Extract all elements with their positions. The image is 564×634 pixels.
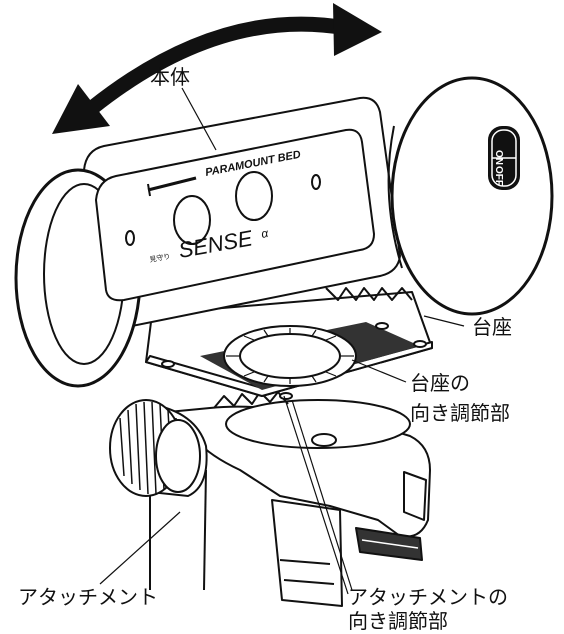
label-base-orientation-line2: 向き調節部 (410, 401, 510, 425)
label-attachment-orientation-line1: アタッチメントの (348, 585, 508, 609)
leader-attachment-orientation-b (291, 399, 353, 591)
switch-on-label: ON (493, 150, 504, 165)
switch-off-label: OFF (493, 166, 504, 186)
label-body: 本体 (150, 65, 190, 89)
leader-lines (99, 87, 465, 595)
label-attachment: アタッチメント (18, 585, 158, 609)
logo-suffix: α (260, 226, 270, 241)
device-body (14, 76, 554, 388)
leader-attachment-orientation-a (283, 395, 349, 595)
leader-base-orientation (351, 359, 407, 383)
label-base-orientation-line1: 台座の (410, 371, 470, 395)
label-base: 台座 (472, 315, 512, 339)
label-attachment-orientation-line2: 向き調節部 (348, 609, 448, 633)
knurled-knob (109, 399, 208, 498)
leader-attachment (99, 511, 181, 585)
leader-body (181, 87, 217, 151)
leader-base (423, 315, 465, 327)
base (145, 287, 433, 400)
rotation-arrow-icon (52, 3, 382, 134)
attachment (149, 391, 431, 607)
